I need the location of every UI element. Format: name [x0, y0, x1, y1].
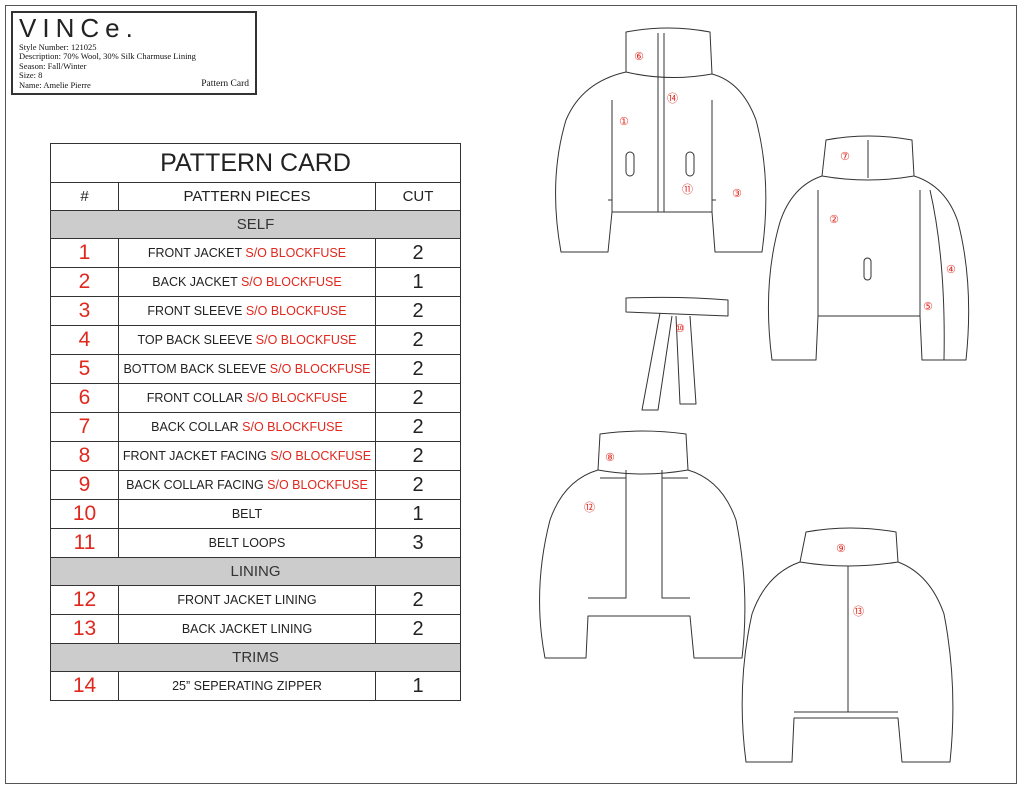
label-2: ②	[829, 213, 839, 226]
page-frame	[5, 5, 1017, 784]
description: Description: 70% Wool, 30% Silk Charmuse…	[19, 51, 196, 61]
table-title: PATTERN CARD	[49, 143, 462, 183]
label-10: ⑩	[675, 322, 685, 335]
cut-count: 1	[374, 267, 462, 297]
piece-name: BACK COLLAR	[151, 420, 243, 434]
piece-name-cell: FRONT COLLAR S/O BLOCKFUSE	[118, 383, 376, 413]
piece-name-cell: FRONT JACKET S/O BLOCKFUSE	[118, 238, 376, 268]
label-9: ⑨	[836, 542, 846, 555]
section-header: LINING	[49, 557, 462, 586]
label-1: ①	[619, 115, 629, 128]
piece-name-cell: FRONT JACKET LINING	[118, 585, 376, 615]
piece-name-cell: BACK JACKET LINING	[118, 614, 376, 644]
header-box: VINCe. Style Number: 121025 Description:…	[11, 11, 257, 95]
label-3: ③	[732, 187, 742, 200]
blockfuse-note: S/O BLOCKFUSE	[240, 275, 342, 289]
back-jacket-drawing	[767, 135, 970, 361]
piece-name-cell: BACK COLLAR FACING S/O BLOCKFUSE	[118, 470, 376, 500]
season: Season: Fall/Winter	[19, 61, 87, 71]
piece-name-cell: 25” SEPERATING ZIPPER	[118, 671, 376, 701]
piece-name: FRONT JACKET FACING	[122, 449, 271, 463]
front-jacket-drawing	[555, 27, 767, 253]
cut-count: 2	[374, 238, 462, 268]
blockfuse-note: S/O BLOCKFUSE	[246, 391, 348, 405]
piece-name: BOTTOM BACK SLEEVE	[123, 362, 270, 376]
front-lining-drawing	[539, 430, 746, 659]
label-14: ⑭	[667, 92, 678, 105]
cut-count: 2	[374, 585, 462, 615]
section-header: SELF	[49, 210, 462, 239]
piece-number: 5	[50, 354, 119, 384]
piece-name: FRONT JACKET	[147, 246, 246, 260]
column-header-pieces: PATTERN PIECES	[118, 182, 376, 211]
cut-count: 2	[374, 383, 462, 413]
piece-number: 3	[50, 296, 119, 326]
piece-number: 7	[50, 412, 119, 442]
label-6: ⑥	[634, 50, 644, 63]
label-4: ④	[946, 263, 956, 276]
blockfuse-note: S/O BLOCKFUSE	[255, 333, 357, 347]
back-lining-drawing	[741, 527, 954, 763]
style-number: Style Number: 121025	[19, 42, 97, 52]
label-11: ⑪	[682, 183, 693, 196]
piece-name-cell: TOP BACK SLEEVE S/O BLOCKFUSE	[118, 325, 376, 355]
cut-count: 2	[374, 354, 462, 384]
piece-name: BELT LOOPS	[208, 536, 286, 550]
piece-name-cell: FRONT JACKET FACING S/O BLOCKFUSE	[118, 441, 376, 471]
label-8: ⑧	[605, 451, 615, 464]
cut-count: 1	[374, 671, 462, 701]
piece-name: BACK JACKET LINING	[181, 622, 313, 636]
piece-name: TOP BACK SLEEVE	[137, 333, 256, 347]
piece-number: 10	[50, 499, 119, 529]
brand-logo: VINCe.	[19, 13, 139, 43]
piece-name: BACK JACKET	[152, 275, 241, 289]
cut-count: 2	[374, 325, 462, 355]
column-header-num: #	[50, 182, 119, 211]
size: Size: 8	[19, 70, 43, 80]
card-label: Pattern Card	[201, 79, 249, 89]
belt-drawing	[625, 296, 729, 411]
table-row: 14 25” SEPERATING ZIPPER 1	[50, 671, 462, 701]
blockfuse-note: S/O BLOCKFUSE	[269, 362, 371, 376]
piece-number: 1	[50, 238, 119, 268]
piece-name-cell: BELT LOOPS	[118, 528, 376, 558]
label-7: ⑦	[840, 150, 850, 163]
piece-number: 14	[50, 671, 119, 701]
piece-name: 25” SEPERATING ZIPPER	[172, 679, 322, 693]
piece-name: FRONT JACKET LINING	[177, 593, 317, 607]
designer-name: Name: Amelie Pierre	[19, 80, 91, 90]
blockfuse-note: S/O BLOCKFUSE	[245, 304, 347, 318]
cut-count: 2	[374, 470, 462, 500]
cut-count: 3	[374, 528, 462, 558]
section-header: TRIMS	[49, 643, 462, 672]
blockfuse-note: S/O BLOCKFUSE	[270, 449, 372, 463]
label-12: ⑫	[584, 501, 595, 514]
drawing-labels: ⑥ ⑭ ① ⑪ ③ ⑦ ② ④ ⑤ ⑩ ⑧ ⑫ ⑨ ⑬	[584, 50, 956, 618]
piece-name: BELT	[231, 507, 263, 521]
blockfuse-note: S/O BLOCKFUSE	[242, 420, 343, 434]
blockfuse-note: S/O BLOCKFUSE	[245, 246, 347, 260]
piece-name: FRONT COLLAR	[146, 391, 247, 405]
piece-name: BACK COLLAR FACING	[126, 478, 268, 492]
label-5: ⑤	[923, 300, 933, 313]
blockfuse-note: S/O BLOCKFUSE	[267, 478, 368, 492]
piece-name: FRONT SLEEVE	[147, 304, 246, 318]
cut-count: 2	[374, 296, 462, 326]
label-13: ⑬	[853, 605, 864, 618]
